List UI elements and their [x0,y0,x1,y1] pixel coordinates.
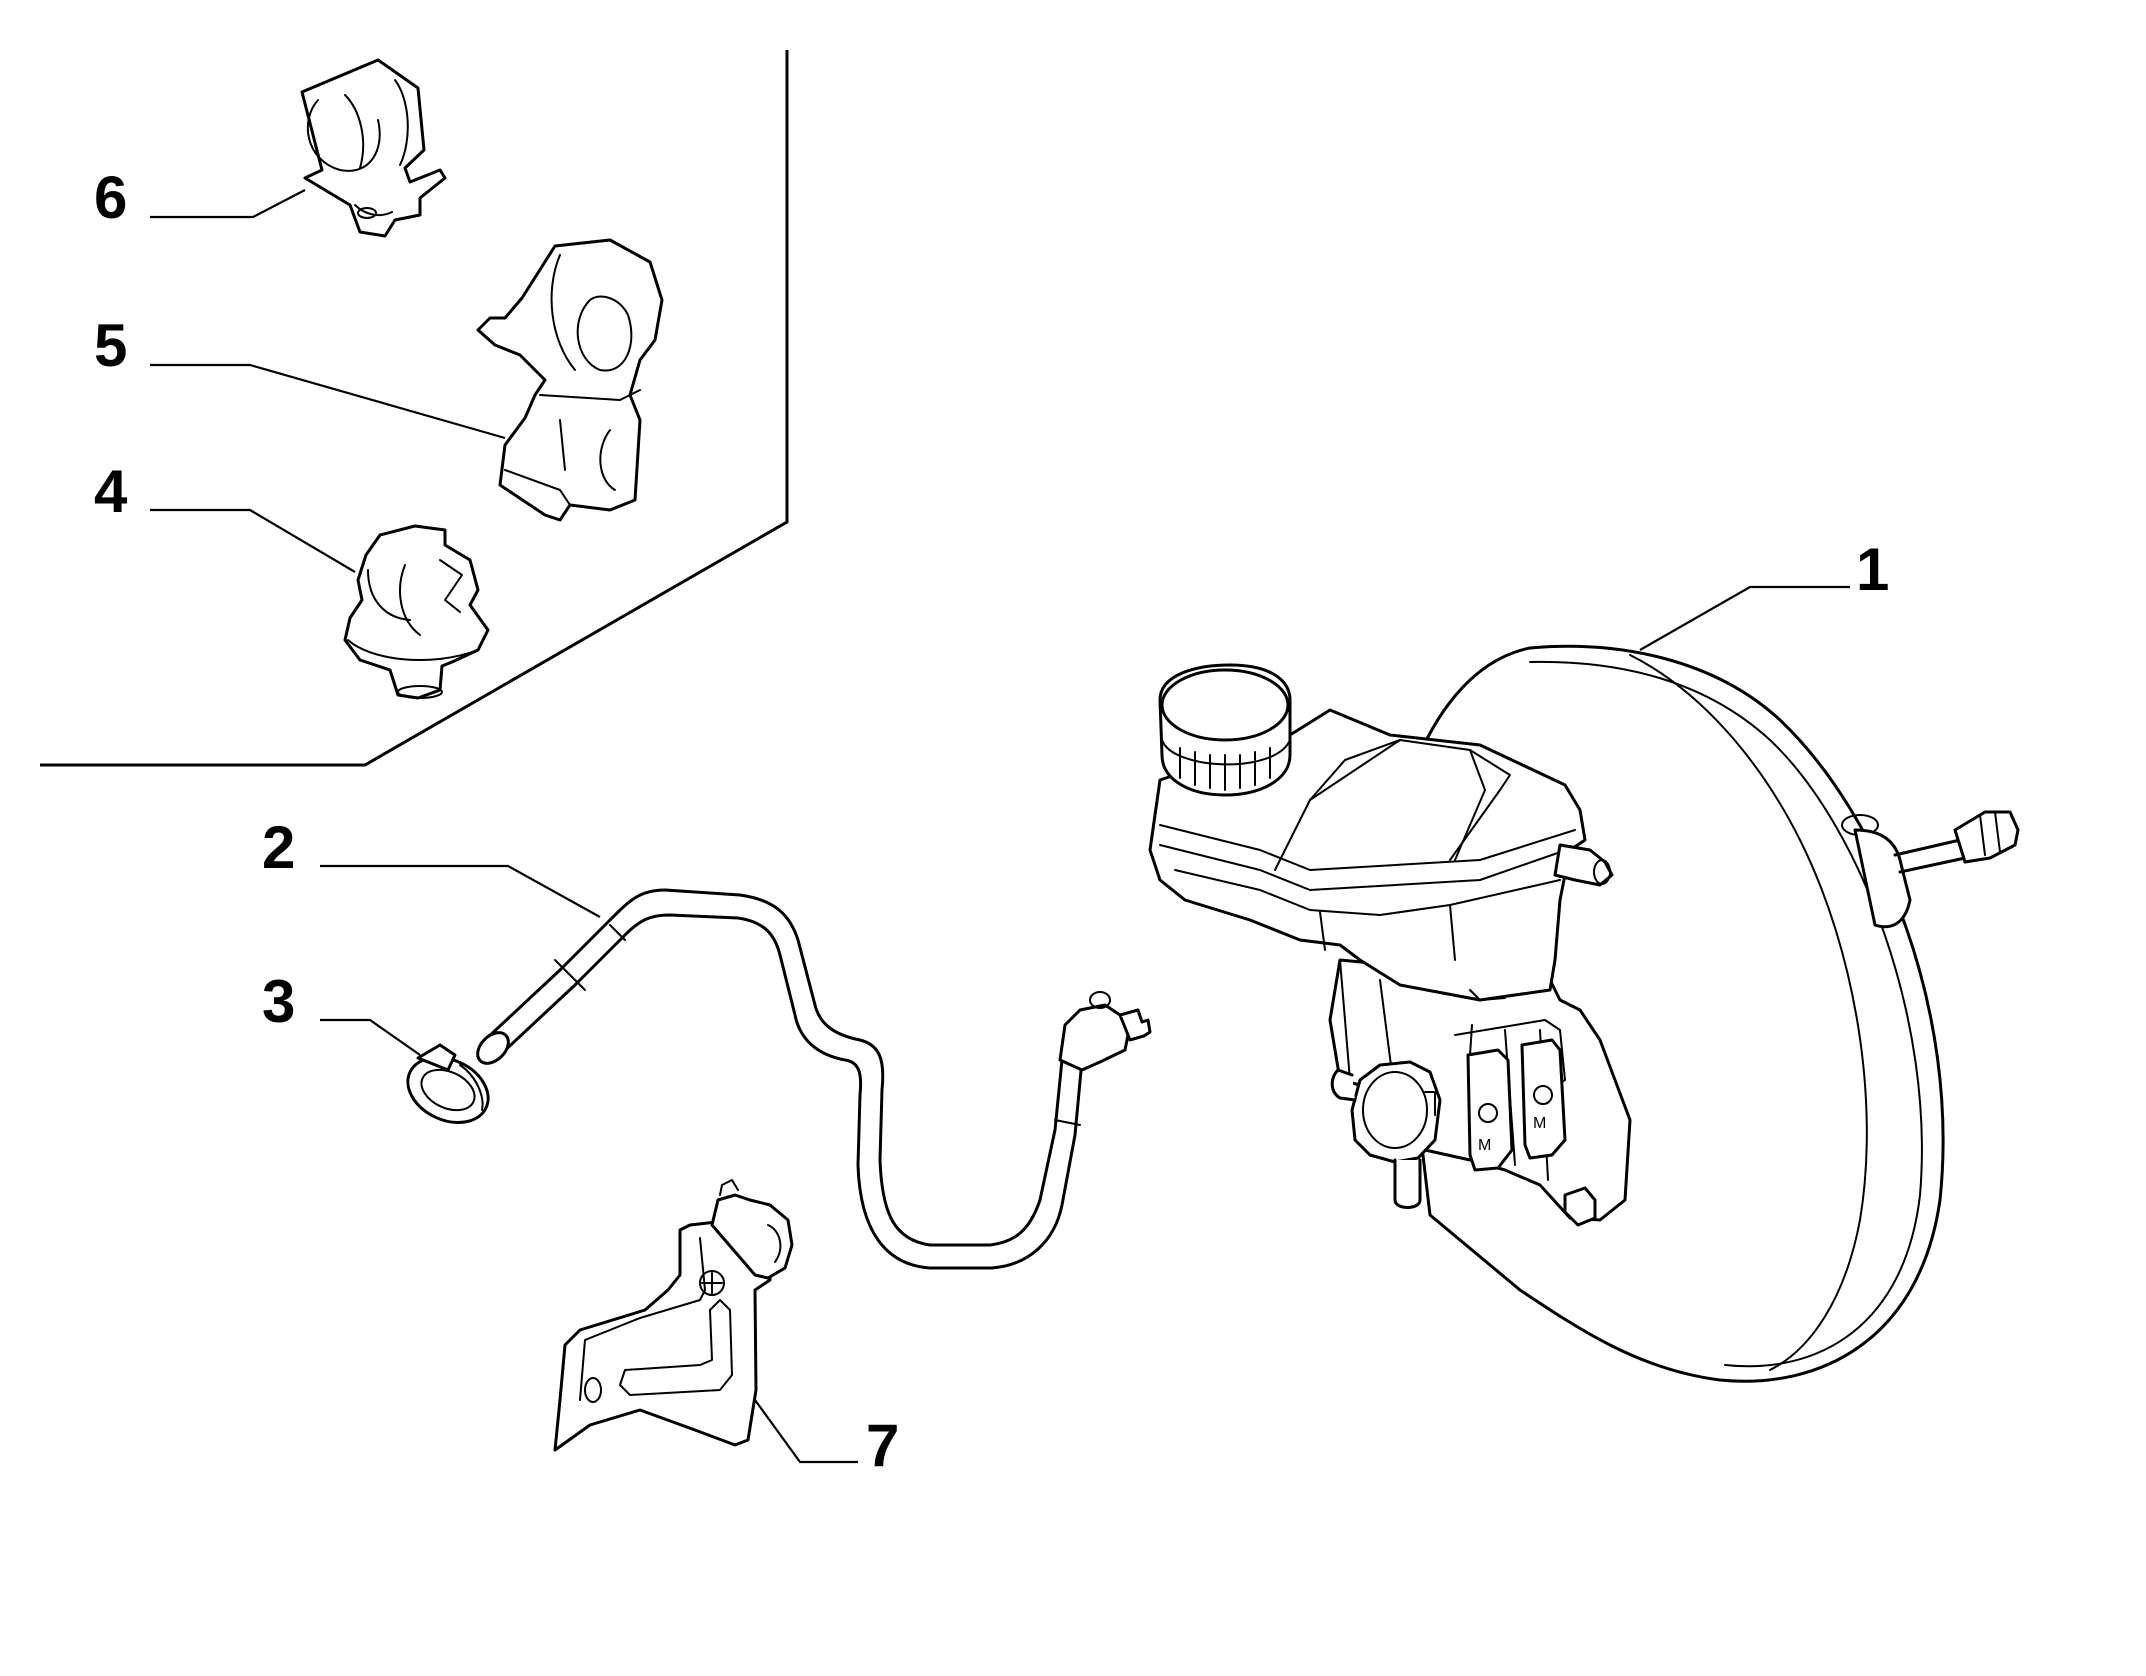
part-6-clip[interactable] [300,58,447,238]
callout-1: 1 [1856,536,1889,603]
leader-line-6 [150,189,306,219]
leader-line-3 [320,1018,421,1056]
part-4-push-clip[interactable] [343,524,490,700]
svg-text:M: M [1533,1115,1546,1132]
callout-6: 6 [94,164,127,231]
leader-line-7 [754,1399,858,1464]
part-7-bracket[interactable] [553,1179,794,1452]
part-3-hose-clamp[interactable] [397,1043,498,1135]
part-2-vacuum-hose[interactable] [472,888,1152,1270]
callout-5: 5 [94,312,127,379]
callout-7: 7 [866,1412,899,1479]
leader-line-1 [1639,585,1850,651]
leader-line-4 [150,508,356,573]
callout-3: 3 [262,968,295,1035]
leader-line-5 [150,363,506,440]
callout-2: 2 [262,814,295,881]
svg-text:M: M [1478,1137,1491,1154]
inset-frame [40,50,789,767]
part-5-double-clip[interactable] [476,238,664,522]
callout-4: 4 [94,458,128,525]
leader-line-2 [320,864,601,918]
part-1-brake-booster-assembly[interactable]: M M [1148,644,2020,1383]
